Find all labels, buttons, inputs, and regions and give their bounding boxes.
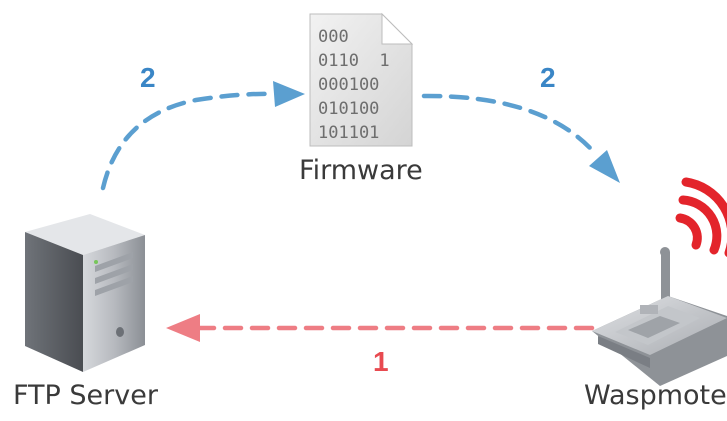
ftp-server-label: FTP Server (13, 380, 158, 411)
wireless-signal-icon (675, 177, 727, 258)
step-number-upload: 2 (140, 62, 156, 93)
step-number-request: 1 (373, 346, 389, 377)
step-number-download: 2 (540, 62, 556, 93)
firmware-label: Firmware (299, 155, 423, 186)
firmware-binary-line: 000 (318, 27, 349, 47)
firmware-document-icon: 000 0110 1 000100 010100 101101 (309, 12, 414, 147)
arrow-server-to-firmware (100, 81, 305, 191)
firmware-binary-line: 101101 (318, 123, 379, 143)
server-tower-icon (25, 214, 145, 372)
firmware-binary-line: 0110 1 (318, 51, 390, 71)
arrow-waspmote-to-server (166, 314, 595, 342)
waspmote-label: Waspmote (584, 380, 727, 411)
waspmote-board-icon (592, 247, 727, 386)
firmware-binary-line: 000100 (318, 75, 379, 95)
firmware-binary-line: 010100 (318, 99, 379, 119)
arrow-firmware-to-waspmote (421, 93, 620, 183)
